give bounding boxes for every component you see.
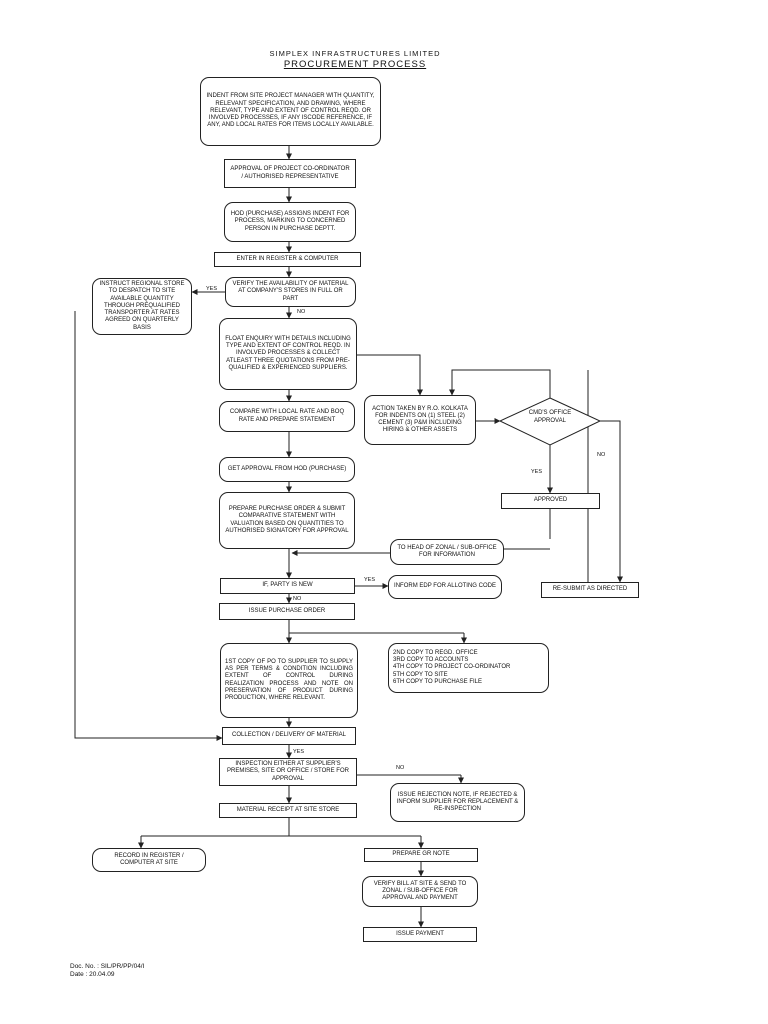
- other-copies-list: 2nd COPY TO REGD. OFFICE 3rd COPY TO ACC…: [393, 650, 510, 686]
- copy-item: 4th COPY TO PROJECT CO-ORDINATOR: [393, 664, 511, 671]
- step-if-party-new-box: IF, PARTY IS NEW: [220, 578, 355, 594]
- step-hod-assigns-box: HOD (PURCHASE) ASSIGNS INDENT FOR PROCES…: [224, 202, 356, 242]
- step-first-copy-text: 1st COPY OF PO TO SUPPLIER TO SUPPLY AS …: [225, 658, 353, 701]
- step-indent-box: INDENT FROM SITE PROJECT MANAGER WITH QU…: [200, 77, 381, 146]
- connector-float-action: [357, 354, 423, 396]
- step-approval-coordinator-text: APPROVAL OF PROJECT CO-ORDINATOR / AUTHO…: [230, 166, 350, 180]
- copy-item: 6th COPY TO PURCHASE FILE: [393, 678, 483, 685]
- doc-date: Date : 20.04.09: [70, 971, 115, 978]
- step-inspection-text: INSPECTION EITHER AT SUPPLIER'S PREMISES…: [227, 761, 349, 782]
- step-resubmit-box: RE-SUBMIT AS DIRECTED: [541, 582, 639, 598]
- step-issue-po-box: ISSUE PURCHASE ORDER: [219, 603, 355, 620]
- step-rejection-text: ISSUE REJECTION NOTE, IF REJECTED & INFO…: [396, 791, 519, 813]
- step-verify-availability-box: VERIFY THE AVAILABILITY OF MATERIAL AT C…: [225, 277, 356, 307]
- step-verify-availability-text: VERIFY THE AVAILABILITY OF MATERIAL AT C…: [232, 281, 349, 302]
- yes-label-party: YES: [364, 577, 376, 583]
- no-label-verify: NO: [297, 309, 306, 315]
- process-title: PROCUREMENT PROCESS: [283, 59, 427, 70]
- step-action-ro-box: ACTION TAKEN BY R.O. KOLKATA FOR INDENTS…: [364, 395, 476, 445]
- step-first-copy-box: 1st COPY OF PO TO SUPPLIER TO SUPPLY AS …: [220, 643, 358, 718]
- step-approved-text: APPROVED: [533, 497, 568, 504]
- step-float-enquiry-text: FLOAT ENQUIRY WITH DETAILS INCLUDING TYP…: [225, 335, 351, 371]
- step-prepare-po-box: PREPARE PURCHASE ORDER & SUBMIT COMPARAT…: [219, 492, 355, 549]
- step-get-approval-hod-text: GET APPROVAL FROM HOD (PURCHASE): [227, 465, 347, 472]
- yes-label-verify: YES: [206, 286, 218, 292]
- step-hod-assigns-text: HOD (PURCHASE) ASSIGNS INDENT FOR PROCES…: [230, 211, 350, 232]
- step-issue-payment-text: ISSUE PAYMENT: [396, 930, 444, 937]
- step-issue-po-text: ISSUE PURCHASE ORDER: [248, 607, 326, 614]
- step-record-register-text: RECORD IN REGISTER / COMPUTER AT SITE: [114, 852, 184, 866]
- step-head-zonal-text: TO HEAD OF ZONAL / SUB-OFFICE FOR INFORM…: [397, 544, 497, 558]
- copy-item: 3rd COPY TO ACCOUNTS: [393, 657, 469, 664]
- yes-label-collection: YES: [293, 749, 305, 755]
- step-verify-bill-box: VERIFY BILL AT SITE & SEND TO ZONAL / SU…: [362, 876, 478, 907]
- step-instruct-regional-text: INSTRUCT REGIONAL STORE TO DESPATCH TO S…: [99, 281, 185, 331]
- step-get-approval-hod-box: GET APPROVAL FROM HOD (PURCHASE): [219, 457, 355, 482]
- step-rejection-box: ISSUE REJECTION NOTE, IF REJECTED & INFO…: [390, 783, 525, 822]
- no-label-inspection: NO: [396, 765, 405, 771]
- step-resubmit-text: RE-SUBMIT AS DIRECTED: [552, 586, 628, 593]
- step-instruct-regional-box: INSTRUCT REGIONAL STORE TO DESPATCH TO S…: [92, 278, 192, 335]
- step-collection-box: COLLECTION / DELIVERY OF MATERIAL: [222, 727, 356, 745]
- connector-regional-collection: [74, 311, 223, 741]
- step-inform-edp-box: INFORM EDP FOR ALLOTING CODE: [388, 575, 502, 599]
- copy-item: 2nd COPY TO REGD. OFFICE: [393, 649, 478, 656]
- step-inspection-box: INSPECTION EITHER AT SUPPLIER'S PREMISES…: [219, 758, 357, 786]
- company-name: SIMPLEX INFRASTRUCTURES LIMITED: [269, 49, 441, 58]
- no-label-party: NO: [293, 596, 302, 602]
- step-verify-bill-text: VERIFY BILL AT SITE & SEND TO ZONAL / SU…: [373, 880, 467, 902]
- step-material-receipt-box: MATERIAL RECEIPT AT SITE STORE: [219, 803, 357, 818]
- step-prepare-po-text: PREPARE PURCHASE ORDER & SUBMIT COMPARAT…: [225, 506, 349, 534]
- step-prepare-gr-box: PREPARE GR NOTE: [364, 848, 478, 862]
- doc-number: Doc. No. : SIL/PR/PP/04/I: [70, 963, 145, 970]
- step-head-zonal-box: TO HEAD OF ZONAL / SUB-OFFICE FOR INFORM…: [390, 539, 504, 565]
- yes-label-cmd: YES: [531, 469, 543, 475]
- step-if-party-new-text: IF, PARTY IS NEW: [262, 582, 313, 589]
- step-compare-rate-box: COMPARE WITH LOCAL RATE AND BOQ RATE AND…: [219, 401, 355, 432]
- step-enter-register-text: ENTER IN REGISTER & COMPUTER: [236, 255, 339, 262]
- connector-cmd-action-top: [449, 369, 551, 398]
- cmd-approval-text: CMD's OFFICE APPROVAL: [528, 410, 572, 424]
- step-record-register-box: RECORD IN REGISTER / COMPUTER AT SITE: [92, 848, 206, 872]
- no-label-cmd: NO: [597, 452, 606, 458]
- step-prepare-gr-text: PREPARE GR NOTE: [392, 851, 450, 858]
- step-float-enquiry-box: FLOAT ENQUIRY WITH DETAILS INCLUDING TYP…: [219, 318, 357, 390]
- step-approved-box: APPROVED: [501, 493, 600, 509]
- step-other-copies-box: 2nd COPY TO REGD. OFFICE 3rd COPY TO ACC…: [388, 643, 549, 693]
- step-enter-register-box: ENTER IN REGISTER & COMPUTER: [214, 252, 361, 267]
- step-issue-payment-box: ISSUE PAYMENT: [363, 927, 477, 942]
- step-material-receipt-text: MATERIAL RECEIPT AT SITE STORE: [236, 806, 340, 813]
- step-collection-text: COLLECTION / DELIVERY OF MATERIAL: [231, 732, 347, 739]
- step-approval-coordinator-box: APPROVAL OF PROJECT CO-ORDINATOR / AUTHO…: [224, 159, 356, 188]
- step-inform-edp-text: INFORM EDP FOR ALLOTING CODE: [394, 583, 496, 590]
- connector-cmd-no: [600, 420, 623, 583]
- step-compare-rate-text: COMPARE WITH LOCAL RATE AND BOQ RATE AND…: [229, 409, 345, 423]
- step-action-ro-text: ACTION TAKEN BY R.O. KOLKATA FOR INDENTS…: [372, 405, 468, 434]
- step-indent-text: INDENT FROM SITE PROJECT MANAGER WITH QU…: [206, 93, 375, 129]
- copy-item: 5th COPY TO SITE: [393, 671, 448, 678]
